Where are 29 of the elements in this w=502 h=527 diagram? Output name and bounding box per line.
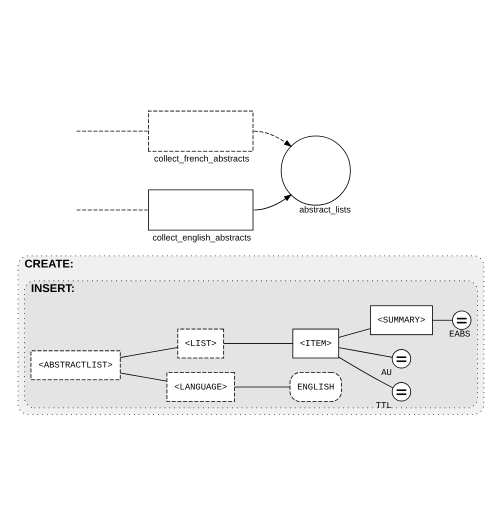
node-circle [280,136,351,206]
connector [120,347,178,358]
connector [338,328,371,338]
node-label: AU [381,368,392,378]
node-box: <LIST> [177,328,224,358]
connector [432,320,453,321]
connector [120,372,168,382]
node-box: <ITEM> [292,328,340,358]
node-box [148,110,254,152]
node-circle [392,382,412,402]
connector [338,347,393,358]
arrow [253,130,292,147]
node-label: collect_english_abstracts [152,232,252,242]
node-label: collect_french_abstracts [154,154,250,164]
node-box: <SUMMARY> [370,305,433,336]
arrow [253,194,292,210]
node-box [148,189,254,231]
node-label: TTL [376,401,392,412]
node-label: EABS [449,330,470,340]
connector [234,386,290,388]
connector [76,130,148,132]
connector [338,356,394,388]
node-box: <LANGUAGE> [166,372,235,402]
node-label: abstract_lists [299,204,351,214]
node-box: ENGLISH [290,372,342,402]
connector [223,343,293,344]
node-circle [452,310,472,330]
node-box: <ABSTRACTLIST> [30,350,121,380]
node-circle [392,349,412,368]
